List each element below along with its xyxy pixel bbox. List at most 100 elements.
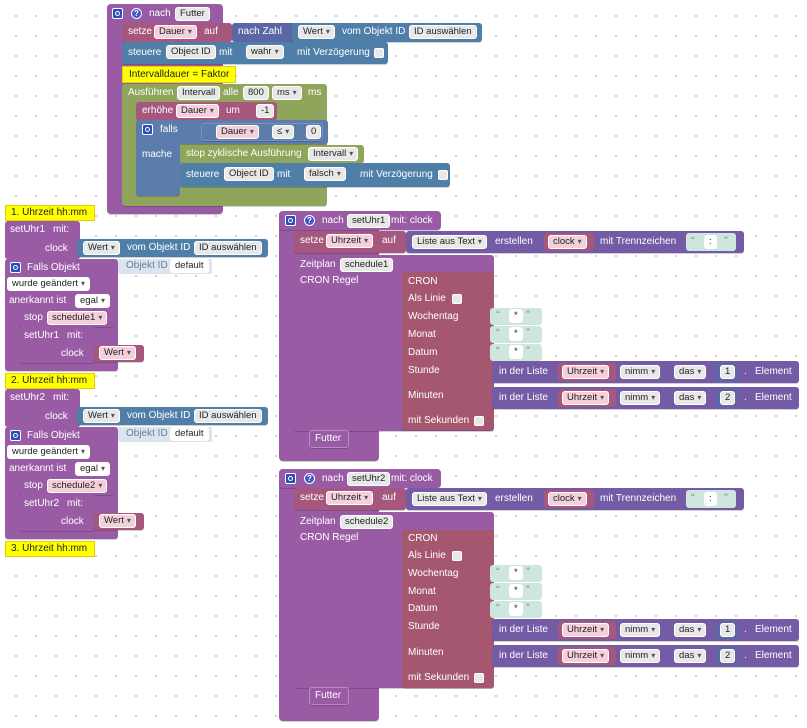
- call-function-block[interactable]: setUhr2 mit: clock: [5, 389, 80, 427]
- list-position-dropdown[interactable]: das: [674, 623, 707, 637]
- to-number-block[interactable]: nach Zahl: [232, 23, 296, 42]
- text-literal-block[interactable]: “ * ”: [490, 601, 542, 618]
- variable-dropdown[interactable]: Uhrzeit: [326, 491, 374, 505]
- schedule-dropdown[interactable]: schedule1: [47, 311, 108, 325]
- list-mode-dropdown[interactable]: Liste aus Text: [412, 235, 487, 249]
- compare-block[interactable]: Dauer ≤ 0: [201, 123, 323, 141]
- stop-schedule-block[interactable]: stop schedule1: [19, 310, 114, 327]
- variable-dropdown[interactable]: Wert: [99, 514, 136, 528]
- get-object-value-block[interactable]: Wert vom Objekt ID ID auswählen: [292, 23, 482, 42]
- schedule-dropdown[interactable]: schedule2: [47, 479, 108, 493]
- text-literal-block[interactable]: “ * ”: [490, 326, 542, 343]
- object-id-field[interactable]: default: [170, 427, 209, 441]
- stop-schedule-block[interactable]: stop schedule2: [19, 478, 114, 495]
- index-field[interactable]: 1: [720, 623, 736, 637]
- list-get-block[interactable]: in der Liste Uhrzeit nimm das 1 . Elemen…: [492, 361, 799, 383]
- list-action-dropdown[interactable]: nimm: [620, 649, 661, 663]
- index-field[interactable]: 2: [720, 391, 736, 405]
- list-get-block[interactable]: in der Liste Uhrzeit nimm das 1 . Elemen…: [492, 619, 799, 641]
- stop-interval-dropdown[interactable]: Intervall: [308, 147, 359, 161]
- number-block[interactable]: 1: [716, 363, 738, 381]
- call-futter-block[interactable]: Futter: [309, 687, 349, 705]
- variable-getter-block[interactable]: Uhrzeit: [558, 363, 616, 381]
- object-id-field[interactable]: Object ID: [224, 167, 274, 181]
- object-id-block[interactable]: Objekt ID default: [118, 259, 212, 274]
- variable-dropdown[interactable]: Dauer: [154, 25, 197, 39]
- attribute-dropdown[interactable]: Wert: [298, 25, 335, 39]
- gear-icon[interactable]: [285, 215, 296, 226]
- gear-icon[interactable]: [10, 430, 21, 441]
- gear-icon[interactable]: [142, 124, 153, 135]
- delay-checkbox[interactable]: [438, 170, 448, 180]
- ack-dropdown[interactable]: egal: [75, 294, 110, 308]
- list-action-dropdown[interactable]: nimm: [620, 365, 661, 379]
- help-icon[interactable]: ?: [131, 8, 142, 19]
- id-select-field[interactable]: ID auswählen: [194, 409, 262, 423]
- list-position-dropdown[interactable]: das: [674, 391, 707, 405]
- bool-dropdown[interactable]: wahr: [246, 45, 284, 59]
- set-variable-block[interactable]: setze Uhrzeit auf: [294, 231, 406, 253]
- condition-value-field[interactable]: 0: [306, 125, 322, 139]
- id-select-field[interactable]: ID auswählen: [409, 25, 477, 39]
- text-literal-block[interactable]: “ : ”: [686, 490, 736, 508]
- call-futter-block[interactable]: Futter: [309, 430, 349, 448]
- change-dropdown[interactable]: wurde geändert: [7, 277, 91, 291]
- number-block[interactable]: 1: [716, 621, 738, 639]
- list-action-dropdown[interactable]: nimm: [620, 391, 661, 405]
- variable-dropdown[interactable]: Wert: [99, 346, 136, 360]
- text-literal-block[interactable]: “ * ”: [490, 565, 542, 582]
- number-block[interactable]: 2: [716, 647, 738, 665]
- control-block[interactable]: steuere Object ID mit wahr mit Verzögeru…: [122, 42, 388, 64]
- function-name[interactable]: setUhr2: [347, 472, 391, 486]
- list-get-block[interactable]: in der Liste Uhrzeit nimm das 2 . Elemen…: [492, 645, 799, 667]
- variable-dropdown[interactable]: Uhrzeit: [326, 234, 374, 248]
- separator-field[interactable]: :: [704, 235, 717, 249]
- variable-dropdown[interactable]: clock: [548, 492, 587, 506]
- call-function-block[interactable]: setUhr1 mit: clock: [5, 221, 80, 259]
- gear-icon[interactable]: [112, 8, 123, 19]
- date-value-field[interactable]: *: [509, 345, 523, 359]
- index-field[interactable]: 1: [720, 365, 736, 379]
- interval-value-field[interactable]: 800: [243, 86, 269, 100]
- interval-name-field[interactable]: Intervall: [177, 86, 221, 100]
- split-text-block[interactable]: Liste aus Text erstellen clock mit Trenn…: [406, 488, 744, 510]
- object-id-block[interactable]: Objekt ID default: [118, 427, 212, 442]
- gear-icon[interactable]: [285, 473, 296, 484]
- with-seconds-checkbox[interactable]: [474, 416, 484, 426]
- bool-dropdown[interactable]: falsch: [304, 167, 346, 181]
- split-text-block[interactable]: Liste aus Text erstellen clock mit Trenn…: [406, 231, 744, 253]
- separator-field[interactable]: :: [704, 492, 717, 506]
- variable-getter-block[interactable]: Wert: [94, 345, 144, 362]
- comment-block-2[interactable]: 2. Uhrzeit hh:mm: [5, 373, 95, 389]
- as-line-checkbox[interactable]: [452, 294, 462, 304]
- comment-block-1[interactable]: 1. Uhrzeit hh:mm: [5, 205, 95, 221]
- cron-builder-block[interactable]: CRON Als Linie Wochentag Monat Datum Stu…: [402, 272, 494, 430]
- list-get-block[interactable]: in der Liste Uhrzeit nimm das 2 . Elemen…: [492, 387, 799, 409]
- delay-checkbox[interactable]: [374, 48, 384, 58]
- increment-variable-dropdown[interactable]: Dauer: [176, 104, 219, 118]
- variable-dropdown[interactable]: Uhrzeit: [562, 365, 610, 379]
- variable-getter-block[interactable]: Uhrzeit: [558, 621, 616, 639]
- attribute-dropdown[interactable]: Wert: [83, 241, 120, 255]
- increment-value-field[interactable]: -1: [256, 104, 275, 118]
- set-variable-block[interactable]: setze Uhrzeit auf: [294, 488, 406, 510]
- weekday-value-field[interactable]: *: [509, 566, 523, 580]
- help-icon[interactable]: ?: [304, 215, 315, 226]
- month-value-field[interactable]: *: [509, 584, 523, 598]
- object-id-field[interactable]: Object ID: [166, 45, 216, 59]
- comment-block-3[interactable]: 3. Uhrzeit hh:mm: [5, 541, 95, 557]
- unit-dropdown[interactable]: ms: [272, 86, 302, 100]
- text-literal-block[interactable]: “ * ”: [490, 583, 542, 600]
- function-name[interactable]: Futter: [175, 7, 210, 21]
- variable-dropdown[interactable]: Uhrzeit: [562, 391, 610, 405]
- attribute-dropdown[interactable]: Wert: [83, 409, 120, 423]
- list-mode-dropdown[interactable]: Liste aus Text: [412, 492, 487, 506]
- date-value-field[interactable]: *: [509, 602, 523, 616]
- object-id-field[interactable]: default: [170, 259, 209, 273]
- increment-block[interactable]: erhöhe Dauer um -1: [136, 102, 277, 120]
- text-literal-block[interactable]: “ * ”: [490, 344, 542, 361]
- variable-getter-block[interactable]: clock: [544, 490, 594, 508]
- variable-getter-block[interactable]: Wert: [94, 513, 144, 530]
- index-field[interactable]: 2: [720, 649, 736, 663]
- get-object-value-block[interactable]: Wert vom Objekt ID ID auswählen: [77, 407, 268, 425]
